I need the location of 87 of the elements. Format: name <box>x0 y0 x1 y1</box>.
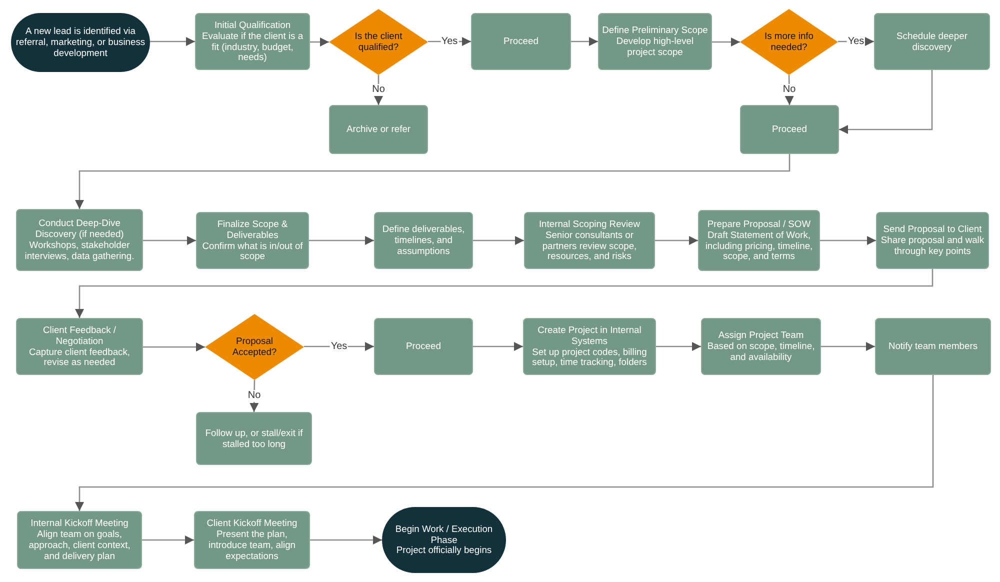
step-description: Present the plan, introduce team, align expectations <box>207 529 297 562</box>
step-title: Begin Work / Execution Phase <box>394 524 494 546</box>
arrow <box>304 342 374 352</box>
edge-label: Yes <box>330 340 348 352</box>
edge-label: Yes <box>440 36 459 48</box>
step-description: Share proposal and walk through key points <box>880 235 985 257</box>
arrow <box>712 37 740 47</box>
arrow <box>655 236 698 246</box>
step-description: Set up project codes, billing setup, time tracking, folders <box>531 346 648 368</box>
arrow <box>473 342 523 352</box>
process-box <box>876 212 989 269</box>
process-box <box>195 13 310 70</box>
step-title: Conduct Deep-Dive Discovery (if needed) <box>34 218 125 240</box>
process-box <box>16 318 143 375</box>
step-text: A new lead is identified via referral, marketing, or business development <box>14 26 146 59</box>
arrow <box>74 154 790 209</box>
process-box <box>874 13 990 70</box>
step-title: Internal Kickoff Meeting <box>30 518 128 530</box>
edge-label: No <box>782 84 797 96</box>
process-box <box>374 212 473 269</box>
process-box <box>374 318 473 375</box>
process-box <box>698 210 820 271</box>
step-description: Capture client feedback, revise as needed <box>28 346 132 368</box>
step-title: Prepare Proposal / SOW <box>707 218 811 230</box>
process-box <box>194 511 310 569</box>
step-text: Notify team members <box>888 341 978 352</box>
decision-text: Is more info needed? <box>764 31 814 53</box>
arrow <box>74 375 934 511</box>
arrow <box>473 236 524 246</box>
process-box <box>16 209 143 271</box>
step-description: Workshops, stakeholder interviews, data gathering. <box>24 240 136 262</box>
step-title: Initial Qualification <box>214 20 291 31</box>
process-box <box>523 318 656 375</box>
step-description: Draft Statement of Work, including pricing, timeline, scope, and terms <box>704 230 814 262</box>
arrow <box>142 535 194 545</box>
process-box <box>875 318 991 375</box>
step-title: Define Preliminary Scope <box>602 25 708 36</box>
process-box <box>329 105 428 154</box>
step-text: Schedule deeper discovery <box>896 30 968 52</box>
arrow <box>150 36 195 46</box>
step-text: Define deliverables, timelines, and assumptions <box>381 224 466 257</box>
step-description: Based on scope, timeline, and availability <box>706 341 816 363</box>
step-title: Client Kickoff Meeting <box>206 518 298 530</box>
process-box <box>196 412 312 465</box>
arrow <box>143 342 205 352</box>
arrow <box>310 37 329 47</box>
step-title: Create Project in Internal Systems <box>536 324 642 346</box>
step-text: Archive or refer <box>346 124 411 135</box>
decision-diamond <box>205 314 304 380</box>
arrow <box>821 342 875 352</box>
process-box <box>598 13 712 70</box>
step-description: Develop high-level project scope <box>615 36 695 58</box>
process-box <box>701 318 821 375</box>
step-text: Follow up, or stall/exit if stalled too long <box>204 428 304 450</box>
step-title: Send Proposal to Client <box>883 224 982 236</box>
process-box <box>740 105 839 154</box>
step-title: Finalize Scope & Deliverables <box>216 218 289 240</box>
arrow <box>310 535 382 545</box>
step-title: Internal Scoping Review <box>538 218 640 230</box>
decision-text: Is the client qualified? <box>354 31 404 53</box>
edge-label: No <box>371 84 386 96</box>
decision-diamond <box>740 9 838 75</box>
step-description: Senior consultants or partners review scope, resources, and risks <box>541 230 638 262</box>
step-title: Assign Project Team <box>718 330 804 342</box>
process-box <box>471 13 571 70</box>
edge-label: No <box>246 390 262 402</box>
arrow <box>656 342 701 352</box>
process-box <box>196 212 309 269</box>
decision-diamond <box>329 9 428 75</box>
arrow <box>143 236 196 246</box>
arrow <box>74 269 934 318</box>
step-text: Proceed <box>772 124 807 135</box>
step-description: Evaluate if the client is a fit (industry, budget, needs) <box>200 30 304 64</box>
step-description: Align team on goals, approach, client context, and delivery plan <box>28 529 132 562</box>
arrow <box>309 236 374 246</box>
arrow <box>571 36 598 46</box>
arrow <box>820 236 876 246</box>
step-description: Confirm what is in/out of scope <box>201 240 304 262</box>
decision-text: Proposal Accepted? <box>231 336 278 358</box>
process-box <box>524 212 655 269</box>
step-text: Proceed <box>406 341 441 352</box>
step-text: Proceed <box>504 36 538 47</box>
process-box <box>17 511 142 569</box>
edge-label: Yes <box>846 36 866 48</box>
step-description: Project officially begins <box>396 545 492 556</box>
arrow <box>839 70 933 134</box>
step-title: Client Feedback / Negotiation <box>42 324 117 346</box>
